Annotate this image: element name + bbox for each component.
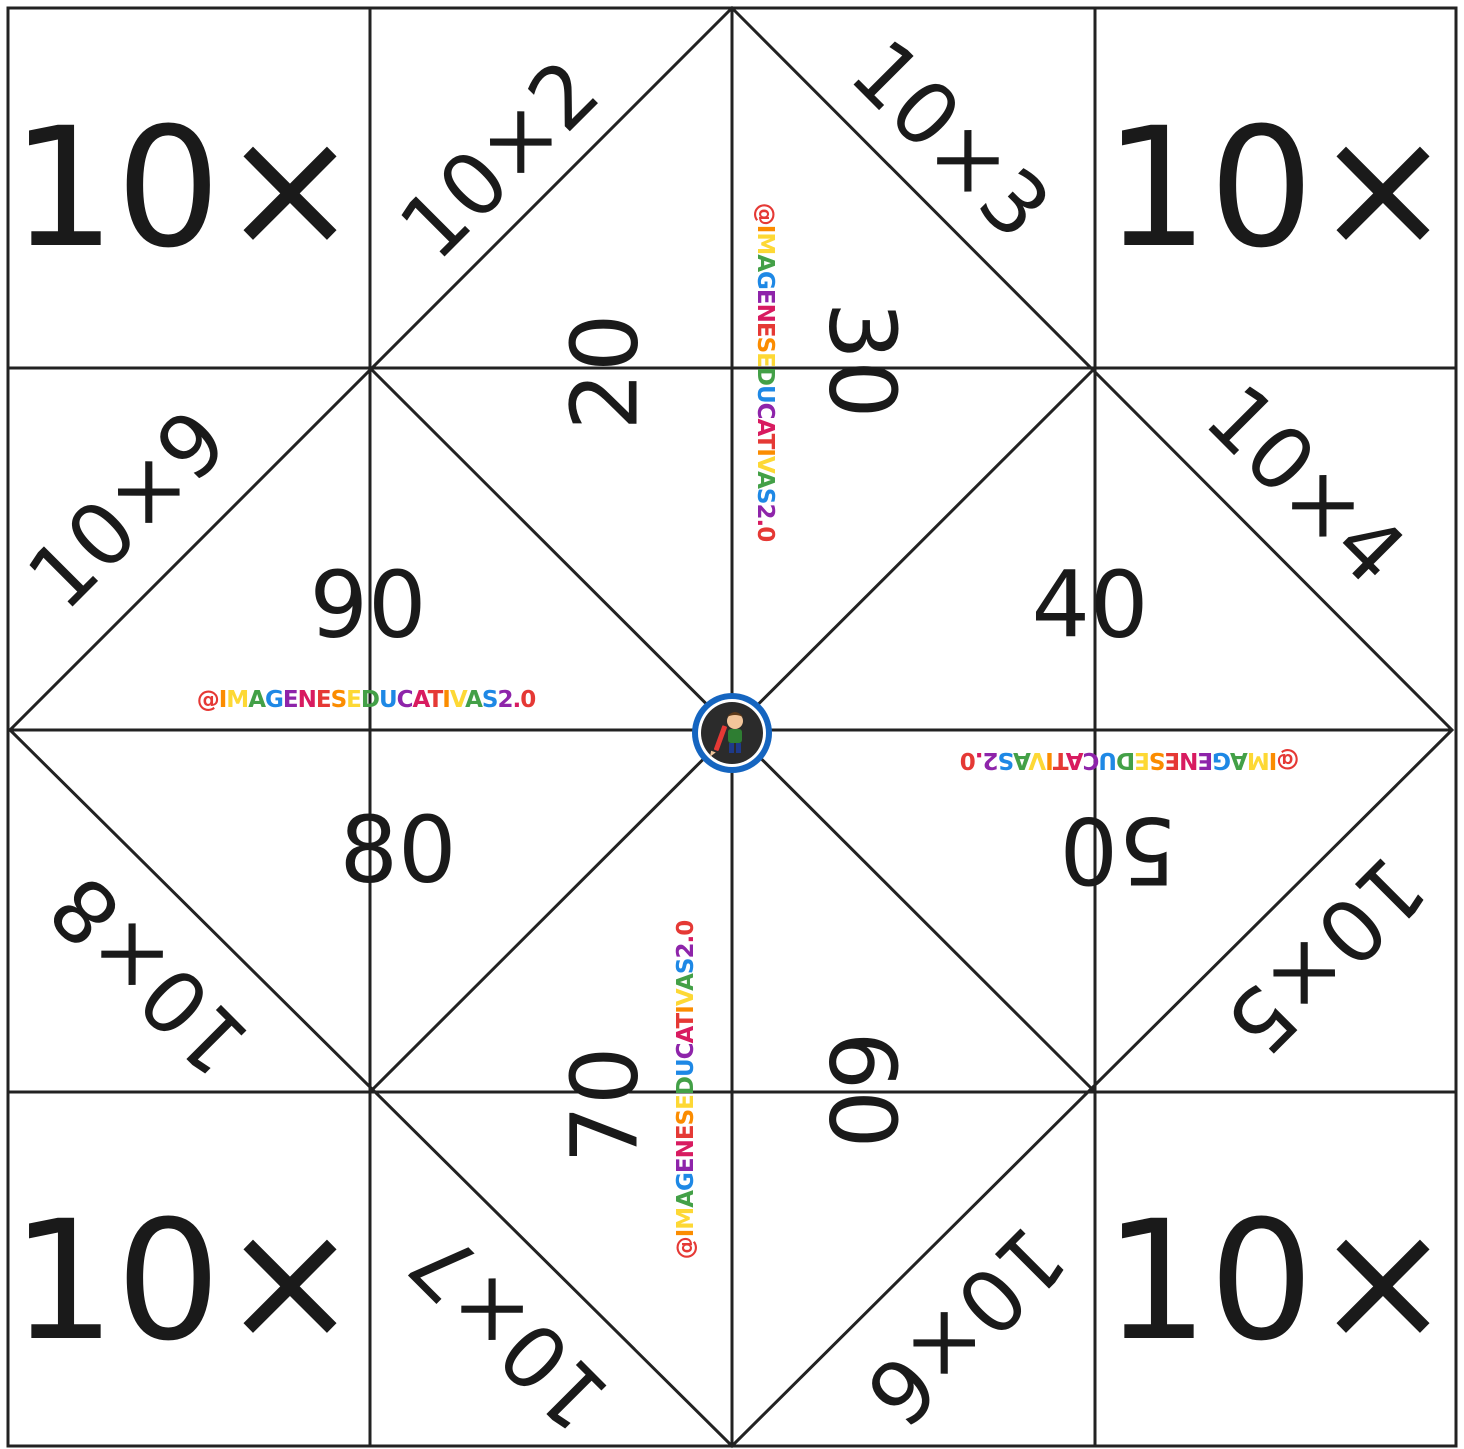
watermark-right: @IMAGENESEDUCATIVAS2.0 bbox=[961, 747, 1300, 773]
watermark-left: @IMAGENESEDUCATIVAS2.0 bbox=[197, 687, 536, 713]
flap-label-10x9: 10×9 bbox=[9, 391, 247, 629]
flap-label-10x5: 10×5 bbox=[1206, 836, 1444, 1074]
flap-label-10x6: 10×6 bbox=[846, 1206, 1084, 1444]
corner-label-bottom-right: 10× bbox=[1104, 1185, 1452, 1377]
flap-label-10x8: 10×8 bbox=[31, 856, 269, 1094]
flap-label-10x4: 10×4 bbox=[1186, 366, 1424, 604]
answer-80: 80 bbox=[339, 797, 456, 904]
answer-90: 90 bbox=[309, 552, 426, 659]
corner-label-bottom-left: 10× bbox=[11, 1185, 359, 1377]
watermark-top: @IMAGENESEDUCATIVAS2.0 bbox=[752, 203, 778, 542]
answer-70: 70 bbox=[552, 1046, 659, 1163]
answer-50: 50 bbox=[1059, 797, 1176, 904]
boy-with-pencil-logo-icon bbox=[692, 693, 772, 773]
watermark-bottom: @IMAGENESEDUCATIVAS2.0 bbox=[673, 921, 699, 1260]
answer-60: 60 bbox=[809, 1031, 916, 1148]
corner-label-top-right: 10× bbox=[1104, 92, 1452, 284]
flap-label-10x7: 10×7 bbox=[391, 1211, 629, 1449]
answer-30: 30 bbox=[809, 301, 916, 418]
flap-label-10x2: 10×2 bbox=[381, 41, 619, 279]
flap-label-10x3: 10×3 bbox=[831, 21, 1069, 259]
answer-40: 40 bbox=[1031, 552, 1148, 659]
corner-label-top-left: 10× bbox=[11, 92, 359, 284]
answer-20: 20 bbox=[552, 313, 659, 430]
